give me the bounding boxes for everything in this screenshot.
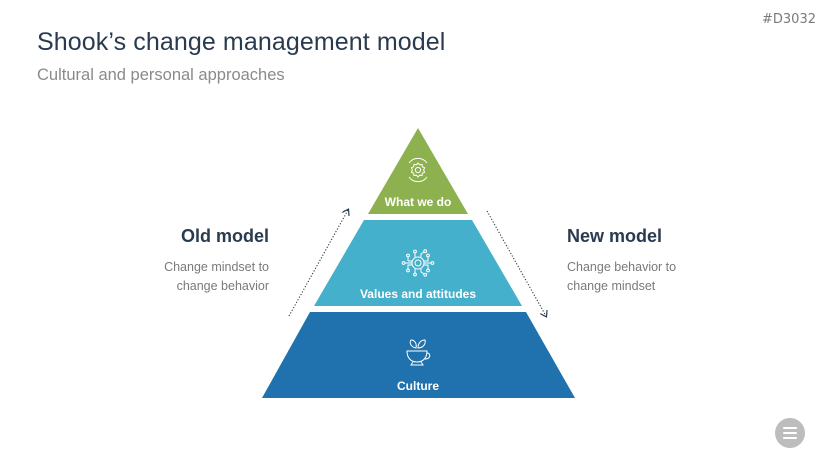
tea-cup-icon (406, 339, 431, 366)
old-model-description: Change mindset to change behavior (164, 258, 269, 296)
page-title: Shook’s change management model (37, 28, 446, 56)
pyramid-layer-culture (262, 312, 575, 398)
layer-label-values-and-attitudes: Values and attitudes (360, 287, 476, 301)
layer-label-what-we-do: What we do (385, 195, 452, 209)
old-model-title: Old model (180, 226, 269, 246)
pyramid-layer-values-and-attitudes (314, 220, 522, 306)
new-model-title: New model (567, 226, 663, 246)
page-subtitle: Cultural and personal approaches (37, 66, 285, 84)
slide-code: #D3032 (762, 12, 816, 27)
circuit-icon (401, 249, 435, 277)
old-model-arrow-up (288, 210, 348, 317)
layer-label-culture: Culture (397, 379, 439, 393)
new-model-description: Change behavior to change mindset (567, 258, 676, 296)
new-model-text-line2: change mindset (567, 279, 656, 293)
old-model-text-line2: change behavior (176, 279, 269, 293)
new-model-text-line1: Change behavior to (567, 260, 677, 274)
menu-button[interactable] (775, 418, 805, 448)
gear-icon (408, 157, 428, 183)
old-model-text-line1: Change mindset to (164, 260, 269, 274)
pyramid-layer-what-we-do (368, 128, 468, 214)
new-model-arrow-down (486, 210, 546, 316)
